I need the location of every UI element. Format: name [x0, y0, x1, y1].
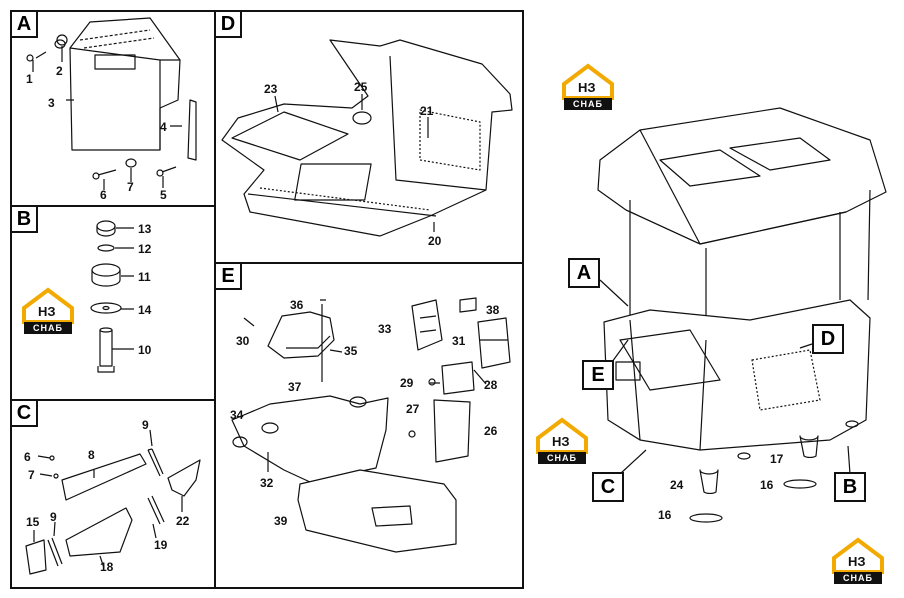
- part-number: 15: [26, 515, 40, 529]
- callout-e: E: [582, 360, 614, 390]
- logo-house-icon: [536, 417, 588, 454]
- panel-d-label: D: [216, 12, 242, 38]
- part-number: 24: [670, 478, 684, 492]
- callout-c: C: [592, 472, 624, 502]
- part-number: 16: [760, 478, 774, 492]
- part-number: 29: [400, 376, 414, 390]
- part-number: 7: [127, 180, 134, 194]
- watermark-logo: НЗ СНАБ: [536, 417, 588, 464]
- panel-a-drawing: [26, 17, 197, 190]
- part-number: 35: [344, 344, 358, 358]
- panel-c-label: C: [12, 401, 38, 427]
- part-number: 31: [452, 334, 466, 348]
- part-number: 2: [56, 64, 63, 78]
- part-number: 33: [378, 322, 392, 336]
- panel-b-drawing: [90, 220, 134, 373]
- part-number: 14: [138, 303, 152, 317]
- part-number: 21: [420, 104, 434, 118]
- part-number: 1: [26, 72, 33, 86]
- part-number: 25: [354, 80, 368, 94]
- part-number: 28: [484, 378, 498, 392]
- part-number: 34: [230, 408, 244, 422]
- part-number: 23: [264, 82, 278, 96]
- part-number: 20: [428, 234, 442, 248]
- logo-house-icon: [22, 287, 74, 324]
- logo-house-icon: [562, 63, 614, 100]
- panel-a-label: A: [12, 12, 38, 38]
- panel-b-label: B: [12, 207, 38, 233]
- logo-house-icon: [832, 537, 884, 574]
- part-number: 39: [274, 514, 288, 528]
- watermark-logo: НЗ СНАБ: [22, 287, 74, 334]
- callout-d: D: [812, 324, 844, 354]
- part-number: 6: [24, 450, 31, 464]
- part-number: 26: [484, 424, 498, 438]
- part-number: 22: [176, 514, 190, 528]
- part-number: 36: [290, 298, 304, 312]
- watermark-logo: НЗ СНАБ: [832, 537, 884, 584]
- callout-a: A: [568, 258, 600, 288]
- part-number: 10: [138, 343, 152, 357]
- part-number: 7: [28, 468, 35, 482]
- part-number: 4: [160, 120, 167, 134]
- part-number: 19: [154, 538, 168, 552]
- part-number: 5: [160, 188, 167, 202]
- part-number: 27: [406, 402, 420, 416]
- part-number: 9: [142, 418, 149, 432]
- part-number: 13: [138, 222, 152, 236]
- callout-b: B: [834, 472, 866, 502]
- part-number: 18: [100, 560, 114, 574]
- part-number: 9: [50, 510, 57, 524]
- watermark-logo: НЗ СНАБ: [562, 63, 614, 110]
- part-number: 16: [658, 508, 672, 522]
- part-number: 30: [236, 334, 250, 348]
- part-number: 11: [138, 270, 151, 284]
- part-number: 38: [486, 303, 500, 317]
- main-cab-drawing: [597, 107, 887, 523]
- part-number: 3: [48, 96, 55, 110]
- part-number: 12: [138, 242, 152, 256]
- part-number: 8: [88, 448, 95, 462]
- part-number: 32: [260, 476, 274, 490]
- part-number: 37: [288, 380, 302, 394]
- panel-e-drawing: [231, 297, 511, 553]
- part-number: 17: [770, 452, 784, 466]
- panel-d-drawing: [221, 39, 513, 237]
- panel-c-drawing: [25, 429, 201, 575]
- panel-e-label: E: [216, 264, 242, 290]
- part-number: 6: [100, 188, 107, 202]
